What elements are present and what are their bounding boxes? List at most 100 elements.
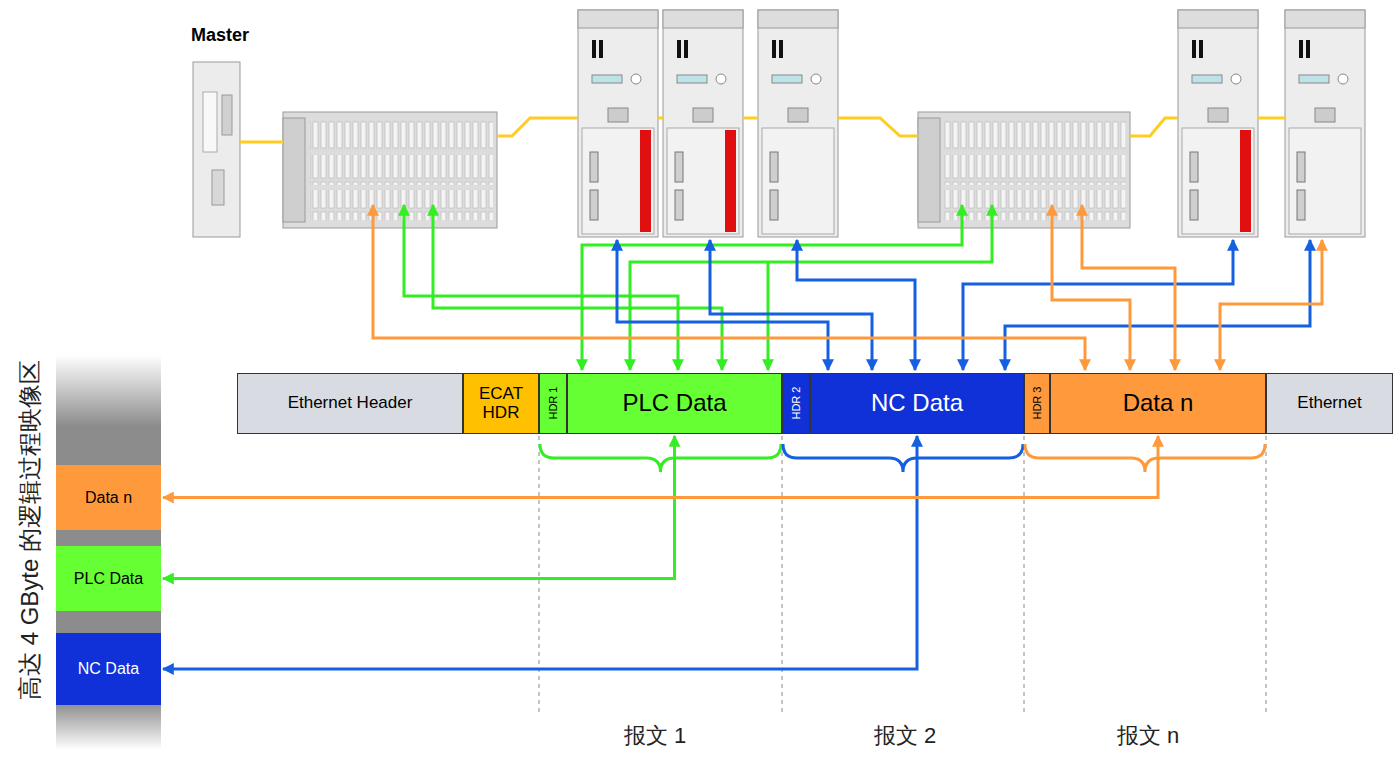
device-illustration — [758, 10, 838, 237]
header-label: HDR 3 — [1031, 387, 1043, 420]
data-wire — [630, 205, 992, 370]
data-wire — [838, 118, 918, 136]
device-illustration — [1190, 152, 1198, 182]
device-illustration — [1178, 10, 1258, 28]
data-wire — [743, 117, 758, 120]
data-wire — [497, 118, 578, 136]
device-illustration — [193, 10, 1365, 237]
data-wire — [240, 141, 283, 144]
frame-divider — [1024, 436, 1025, 712]
device-illustration — [1306, 40, 1310, 58]
device-illustration — [640, 130, 651, 232]
frame-divider — [539, 436, 540, 712]
telegram-brace — [1025, 444, 1265, 472]
node-label: Data n — [1123, 390, 1194, 416]
telegram-label: 报文 1 — [624, 721, 686, 751]
device-illustration — [1315, 108, 1335, 122]
device-illustration — [599, 40, 603, 58]
device-illustration — [1297, 152, 1305, 182]
node-label: Ethernet Header — [288, 394, 413, 413]
device-illustration — [309, 155, 493, 185]
device-illustration — [283, 112, 497, 228]
device-illustration — [1297, 190, 1305, 220]
device-illustration — [1299, 40, 1303, 58]
device-illustration — [788, 108, 808, 122]
node-label: Master — [191, 26, 249, 46]
device-illustration — [1199, 40, 1203, 58]
mapping-arrow — [163, 436, 675, 579]
data-wire — [658, 117, 663, 120]
image-block: PLC Data — [56, 546, 161, 611]
frame-segment: PLC Data — [567, 373, 782, 434]
device-illustration — [631, 74, 641, 84]
frame-divider — [782, 436, 783, 712]
frame-segment: NC Data — [810, 373, 1024, 434]
data-wire — [433, 205, 722, 370]
node-label: Data n — [85, 489, 132, 507]
device-illustration — [663, 10, 743, 237]
frame-segment: ECAT HDR — [463, 373, 539, 434]
data-wire — [1130, 118, 1178, 136]
data-wire — [797, 240, 915, 370]
node-label: NC Data — [871, 390, 963, 416]
device-illustration — [918, 118, 940, 222]
node-label: NC Data — [78, 660, 139, 678]
device-illustration — [203, 92, 217, 152]
device-illustration — [1192, 40, 1196, 58]
device-illustration — [770, 152, 778, 182]
device-illustration — [592, 75, 622, 83]
device-illustration — [1299, 75, 1329, 83]
device-illustration — [578, 10, 658, 28]
device-illustration — [1178, 10, 1258, 237]
telegram-brace — [540, 444, 1265, 472]
device-illustration — [1208, 108, 1228, 122]
device-illustration — [582, 128, 654, 234]
device-illustration — [677, 75, 707, 83]
data-wire — [710, 240, 872, 370]
device-illustration — [716, 74, 726, 84]
device-illustration — [667, 128, 739, 234]
device-illustration — [762, 128, 834, 234]
device-illustration — [663, 10, 743, 28]
device-illustration — [309, 190, 493, 220]
frame-segment: Ethernet — [1266, 373, 1393, 434]
device-illustration — [811, 74, 821, 84]
device-illustration — [675, 190, 683, 220]
device-illustration — [693, 108, 713, 122]
device-illustration — [590, 152, 598, 182]
frame-segment: Data n — [1050, 373, 1266, 434]
device-illustration — [590, 190, 598, 220]
device-illustration — [1190, 190, 1198, 220]
mapping-arrow — [163, 436, 917, 669]
process-image-bar — [56, 355, 161, 750]
device-illustration — [779, 40, 783, 58]
frame-segment: Ethernet Header — [237, 373, 463, 434]
frame-header: HDR 3 — [1024, 373, 1050, 434]
data-wire — [1052, 205, 1130, 370]
telegram-label: 报文 n — [1117, 721, 1179, 751]
header-label: HDR 2 — [790, 387, 802, 420]
device-illustration — [772, 40, 776, 58]
device-illustration — [677, 40, 681, 58]
device-illustration — [725, 130, 736, 232]
device-illustration — [1289, 128, 1361, 234]
master-label: Master — [172, 24, 268, 48]
frame-header: HDR 2 — [782, 373, 810, 434]
device-illustration — [222, 95, 232, 135]
frame-header: HDR 1 — [539, 373, 567, 434]
device-illustration — [212, 170, 224, 205]
device-illustration — [944, 190, 1126, 220]
device-illustration — [1338, 74, 1348, 84]
telegram-label: 报文 2 — [874, 721, 936, 751]
data-wire — [582, 205, 962, 370]
data-wire — [1220, 240, 1322, 370]
image-block: NC Data — [56, 633, 161, 705]
telegram-brace — [783, 444, 1023, 472]
image-caption: 高达 4 GByte 的逻辑过程映像区 — [14, 360, 46, 700]
device-illustration — [592, 40, 596, 58]
device-illustration — [770, 190, 778, 220]
frame-divider — [1266, 436, 1267, 712]
device-illustration — [1240, 130, 1251, 232]
